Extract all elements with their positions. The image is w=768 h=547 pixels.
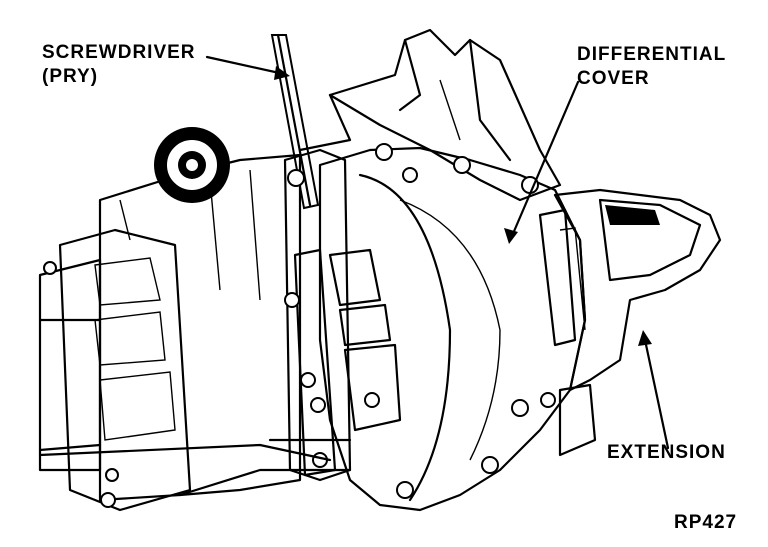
figure-id-label: RP427 bbox=[674, 512, 738, 533]
extension-housing bbox=[538, 188, 722, 457]
extension-label: EXTENSION bbox=[607, 442, 726, 463]
screwdriver-label: SCREWDRIVER bbox=[42, 42, 196, 63]
lower-housing bbox=[38, 438, 352, 497]
pry-label: (PRY) bbox=[42, 66, 99, 87]
upper-housing bbox=[298, 28, 562, 202]
speedometer-gear bbox=[154, 127, 230, 203]
leader-arrows bbox=[205, 55, 670, 450]
cover-label: COVER bbox=[577, 68, 650, 89]
differential-cover bbox=[318, 143, 587, 512]
transmission-body bbox=[38, 153, 302, 512]
differential-label: DIFFERENTIAL bbox=[577, 44, 727, 65]
